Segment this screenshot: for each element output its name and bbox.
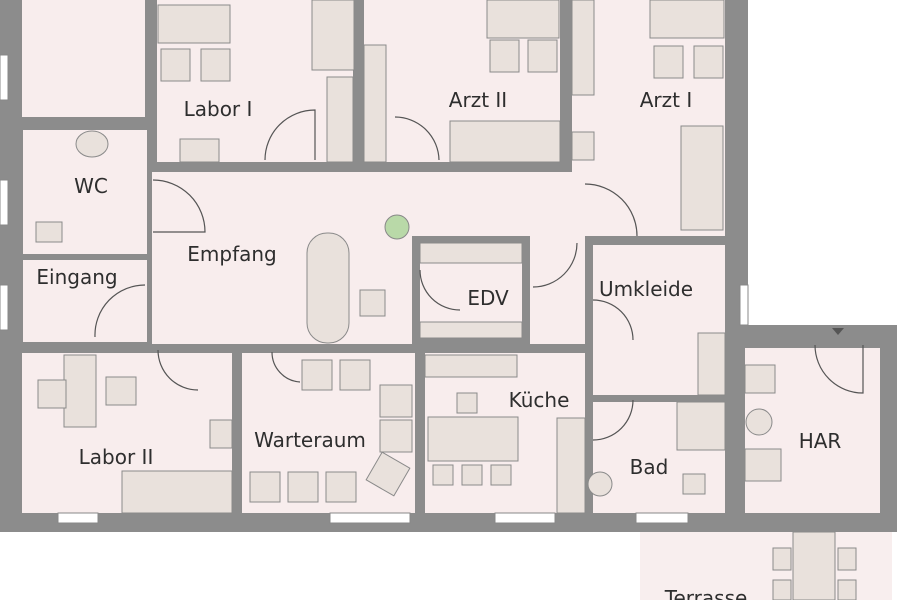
- window: [0, 179, 9, 226]
- window: [57, 512, 99, 524]
- arzt1-chair: [693, 45, 724, 79]
- room-label-arzt2: Arzt II: [449, 88, 507, 112]
- labor2-chair: [37, 379, 67, 409]
- labor2-sink: [209, 419, 233, 449]
- door-arc: [592, 299, 634, 341]
- labor2-chair: [105, 376, 137, 406]
- bad-sink: [587, 471, 613, 497]
- arzt1-sink: [571, 131, 595, 161]
- reception-desk: [306, 232, 350, 344]
- kitchen-table: [427, 416, 519, 462]
- terrace-chair: [837, 579, 857, 600]
- labor1-chair: [160, 48, 191, 82]
- arzt1-desk: [649, 0, 725, 39]
- arzt2-chair: [489, 39, 520, 73]
- kitchen-chair: [461, 464, 483, 486]
- waiting-chair: [365, 451, 411, 497]
- waiting-chair: [339, 359, 371, 391]
- room-label-warteraum: Warteraum: [254, 428, 366, 452]
- window: [635, 512, 689, 524]
- arzt2-desk: [486, 0, 560, 39]
- eingang-floor: [23, 260, 147, 342]
- door-arc: [419, 269, 461, 311]
- labor2-bed: [121, 470, 233, 514]
- kitchen-chair: [456, 392, 478, 414]
- arzt1-chair: [653, 45, 684, 79]
- window: [0, 54, 9, 101]
- room-label-bad: Bad: [630, 455, 669, 479]
- reception-chair: [359, 289, 386, 317]
- room-label-edv: EDV: [467, 286, 509, 310]
- arzt2-chair: [527, 39, 558, 73]
- labor1-desk: [157, 4, 231, 44]
- window: [329, 512, 411, 524]
- door-arc: [152, 179, 206, 233]
- kitchen-chair: [432, 464, 454, 486]
- door-arc: [814, 344, 864, 394]
- room-label-labor1: Labor I: [184, 97, 253, 121]
- labor1-sink: [179, 138, 220, 163]
- room-label-arzt1: Arzt I: [640, 88, 693, 112]
- room-label-eingang: Eingang: [36, 265, 117, 289]
- labor1-cabinet: [326, 76, 354, 163]
- window: [494, 512, 556, 524]
- kitchen-counter: [424, 354, 518, 378]
- waiting-chair: [379, 384, 413, 418]
- terrace-chair: [772, 579, 792, 600]
- room-label-empfang: Empfang: [187, 242, 276, 266]
- room-label-labor2: Labor II: [79, 445, 154, 469]
- arzt1-cabinet: [571, 0, 595, 96]
- arzt2-sideboard: [449, 120, 561, 163]
- waiting-chair: [301, 359, 333, 391]
- shower: [676, 401, 726, 451]
- arzt2-cabinet: [363, 44, 387, 163]
- door-arc: [394, 116, 440, 161]
- waiting-chair: [325, 471, 357, 503]
- entrance-arrow-icon: [832, 328, 844, 335]
- kitchen-chair: [490, 464, 512, 486]
- door-arc: [264, 109, 316, 161]
- labor1-chair: [200, 48, 231, 82]
- wc-toilet: [35, 221, 63, 243]
- room-label-terrasse: Terrasse: [664, 586, 748, 600]
- door-arc: [271, 351, 301, 383]
- labor1-bed: [311, 0, 355, 71]
- umkleide-locker: [697, 332, 726, 396]
- wc-sink: [75, 130, 109, 158]
- window: [739, 284, 749, 326]
- kitchen-cabinet: [556, 417, 586, 514]
- waiting-chair: [249, 471, 281, 503]
- boiler-icon: [745, 408, 773, 436]
- stair-floor: [22, 0, 145, 117]
- door-arc: [592, 399, 634, 441]
- terrace-chair: [837, 547, 857, 571]
- stove-icon: [744, 364, 776, 394]
- bad-toilet: [682, 473, 706, 495]
- plant-icon: [384, 214, 410, 240]
- edv-desk: [419, 242, 523, 264]
- door-arc: [157, 349, 199, 391]
- room-label-umkleide: Umkleide: [599, 277, 693, 301]
- terrace-table: [792, 531, 836, 600]
- door-arc: [584, 183, 638, 237]
- heater-icon: [744, 448, 782, 482]
- labor2-desk: [63, 354, 97, 428]
- room-label-wc: WC: [74, 174, 108, 198]
- waiting-chair: [287, 471, 319, 503]
- room-label-har: HAR: [799, 429, 842, 453]
- arzt1-bed: [680, 125, 724, 231]
- window: [0, 284, 9, 331]
- edv-desk-lower: [419, 321, 523, 339]
- door-arc: [532, 242, 578, 288]
- room-label-kueche: Küche: [509, 388, 570, 412]
- door-arc: [94, 284, 146, 338]
- terrace-chair: [772, 547, 792, 571]
- waiting-chair: [379, 419, 413, 453]
